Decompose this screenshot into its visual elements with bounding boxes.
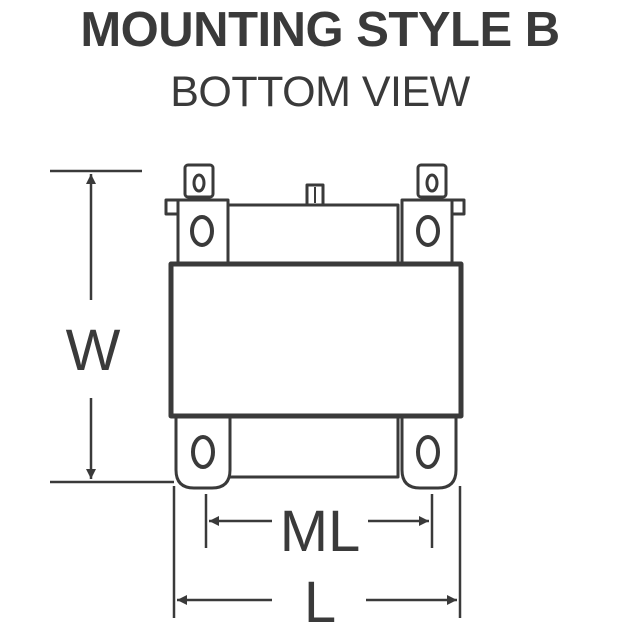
dimension-l	[172, 486, 462, 618]
lower-coil	[226, 411, 400, 479]
dim-label-l: L	[304, 570, 336, 635]
dim-label-w: W	[66, 318, 121, 383]
core-laminations	[168, 261, 464, 419]
page-title: MOUNTING STYLE B	[80, 3, 560, 57]
dim-label-ml: ML	[280, 499, 361, 564]
dimension-ml	[204, 494, 434, 548]
terminal-top-right	[400, 163, 466, 270]
upper-coil	[226, 203, 400, 269]
terminal-top-left	[164, 163, 230, 270]
dimension-w	[50, 169, 174, 484]
view-subtitle: BOTTOM VIEW	[170, 68, 470, 116]
